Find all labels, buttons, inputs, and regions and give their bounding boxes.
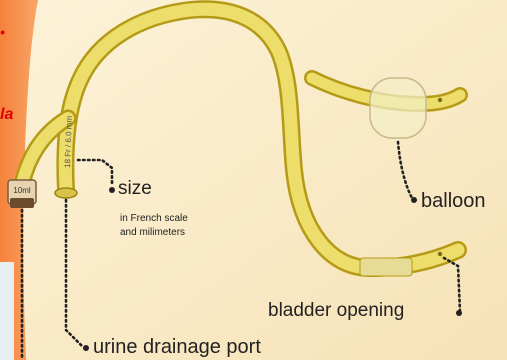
corner-patch bbox=[0, 262, 14, 360]
balloon bbox=[370, 78, 426, 138]
edge-fragment-mid: la bbox=[0, 106, 13, 124]
bladder-dot bbox=[456, 310, 462, 316]
size-note-line1: in French scale bbox=[120, 213, 188, 224]
drainage-port-label: urine drainage port bbox=[93, 336, 261, 359]
shaft-marking: 18 Fr / 6.0 mm bbox=[63, 115, 74, 168]
size-note-line2: and milimeters bbox=[120, 227, 185, 238]
balloon-label: balloon bbox=[421, 190, 486, 213]
bladder-opening-label: bladder opening bbox=[268, 300, 404, 322]
drainage-port-end bbox=[55, 188, 77, 198]
drainage-dot bbox=[83, 345, 89, 351]
balloon-band bbox=[360, 258, 412, 276]
port-marking: 10ml bbox=[13, 186, 31, 195]
size-label: size bbox=[118, 178, 152, 200]
edge-fragment-top: • bbox=[0, 24, 5, 40]
balloon-dot bbox=[411, 197, 417, 203]
size-dot bbox=[109, 187, 115, 193]
